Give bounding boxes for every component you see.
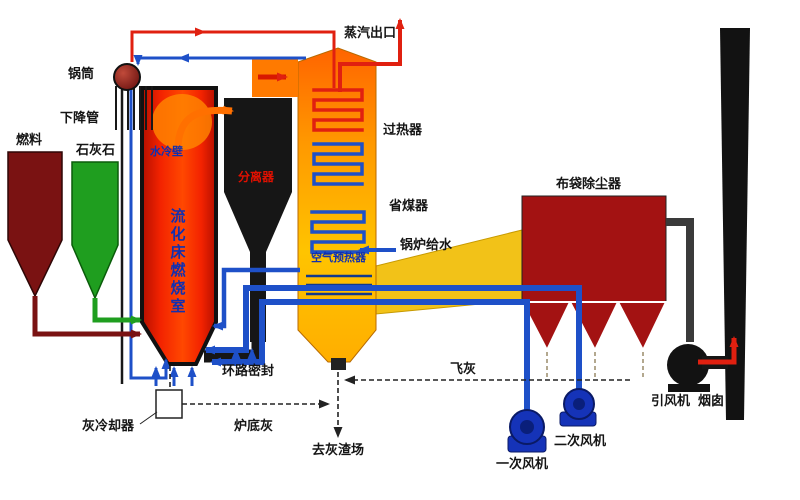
label-fluidized-bed-chamber: 流化床燃烧室 — [168, 208, 186, 316]
backpass-tower-shape — [297, 47, 377, 370]
label-separator: 分离器 — [238, 170, 275, 184]
label-steam-outlet: 蒸汽出口 — [344, 25, 397, 40]
label-downcomer: 下降管 — [60, 110, 100, 125]
secondary-air-fan-shape — [559, 388, 597, 427]
label-induced-draft-fan: 引风机 — [651, 393, 691, 408]
label-boiler-feedwater: 锅炉给水 — [400, 237, 453, 252]
primary-air-fan-shape — [507, 409, 547, 453]
fuel-hopper-shape — [7, 151, 142, 339]
ash-flow-lines — [169, 352, 644, 438]
id-fan-shape — [666, 218, 739, 392]
label-economizer: 省煤器 — [389, 198, 429, 213]
label-fuel: 燃料 — [16, 132, 43, 147]
chimney-stack-shape — [720, 28, 750, 420]
primary-air-duct — [210, 299, 530, 410]
steam-drum-shape — [113, 63, 141, 91]
label-air-preheater: 空气预热器 — [311, 252, 366, 264]
limestone-hopper-shape — [71, 161, 142, 325]
ash-cooler-shape — [139, 389, 183, 425]
bag-filter-shape — [520, 195, 668, 353]
label-bag-dust-collector: 布袋除尘器 — [556, 176, 622, 191]
label-superheater: 过热器 — [383, 122, 423, 137]
steam-water-lines — [130, 18, 405, 255]
fluidizing-air-arrows — [151, 348, 257, 386]
label-drum: 锅筒 — [68, 66, 95, 81]
label-limestone: 石灰石 — [76, 142, 116, 157]
label-ash-cooler: 灰冷却器 — [82, 418, 135, 433]
furnace-shape — [140, 86, 234, 366]
label-primary-air-fan: 一次风机 — [496, 456, 549, 471]
upper-secondary-air-duct — [212, 267, 300, 331]
label-loop-seal: 环路密封 — [222, 363, 275, 378]
label-water-wall: 水冷壁 — [150, 146, 183, 158]
label-chimney: 烟囱 — [698, 393, 725, 408]
label-fly-ash: 飞灰 — [450, 361, 477, 376]
label-to-ash-yard: 去灰渣场 — [312, 442, 365, 457]
label-secondary-air-fan: 二次风机 — [554, 433, 607, 448]
cyclone-separator-shape — [204, 58, 298, 363]
superheater-coil — [312, 88, 364, 186]
economizer-coil — [310, 210, 366, 254]
label-bottom-ash: 炉底灰 — [234, 418, 274, 433]
